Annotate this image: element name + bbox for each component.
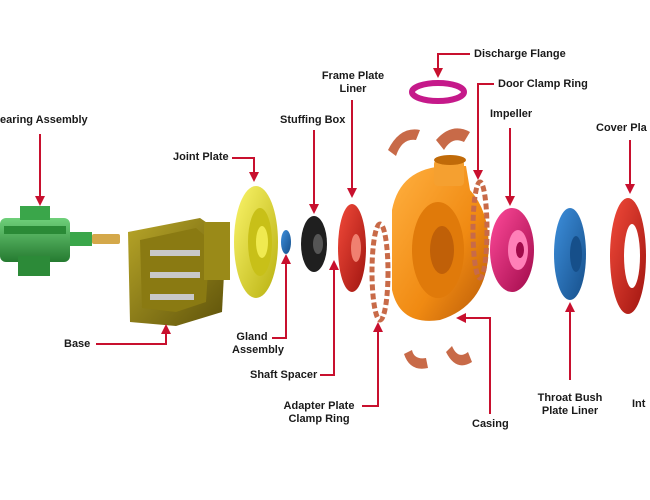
label-joint-plate: Joint Plate [173,151,229,163]
label-shaft-spacer: Shaft Spacer [250,369,318,381]
door-clamp-ring-part [470,179,490,281]
arrow-shaft-spacer [320,260,339,376]
cover-plate-part [610,198,646,314]
label-throat-bush-line2: Plate Liner [541,405,599,417]
stuffing-box-part [301,216,327,272]
discharge-flange-part [409,80,467,104]
label-intake: Int [632,398,646,410]
arrow-door-clamp-ring [473,83,494,180]
bearing-assembly-part [0,206,120,276]
label-throat-bush-plate-liner: Throat Bush Plate Liner [530,392,610,418]
arrow-discharge-flange [433,53,470,78]
joint-plate-part [234,186,278,298]
throat-bush-part [554,208,586,300]
label-adapter-plate-line1: Adapter Plate [283,400,355,412]
label-door-clamp-ring: Door Clamp Ring [498,78,588,90]
label-gland-assembly-line1: Gland [236,331,268,343]
arrow-adapter-plate [362,322,383,407]
arrow-joint-plate [232,157,259,182]
label-bearing-assembly: earing Assembly [0,114,88,126]
label-adapter-plate-clamp-ring: Adapter Plate Clamp Ring [276,400,362,426]
arrow-casing [456,313,491,414]
label-impeller: Impeller [490,108,533,120]
arrow-base [96,324,171,345]
label-stuffing-box: Stuffing Box [280,114,346,126]
label-casing: Casing [472,418,509,430]
gland-assembly-part [281,230,291,254]
impeller-part [490,208,534,292]
label-adapter-plate-line2: Clamp Ring [288,413,350,425]
label-gland-assembly-line2: Assembly [232,344,284,356]
callout-arrows [35,53,635,414]
arrow-gland-assembly [272,254,291,339]
label-frame-plate-liner-line1: Frame Plate [321,70,385,82]
label-throat-bush-line1: Throat Bush [537,392,603,404]
casing-part [392,155,489,321]
casing-clamp-segments [388,128,472,369]
frame-plate-liner-part [338,204,366,292]
label-discharge-flange: Discharge Flange [474,48,566,60]
label-base: Base [64,338,91,350]
label-frame-plate-liner-line2: Liner [339,83,367,95]
label-cover-plate: Cover Pla [596,122,647,134]
label-frame-plate-liner: Frame Plate Liner [314,70,392,96]
label-gland-assembly: Gland Assembly [232,331,284,357]
adapter-plate-clamp-ring-part [369,221,391,323]
base-part [128,218,230,326]
